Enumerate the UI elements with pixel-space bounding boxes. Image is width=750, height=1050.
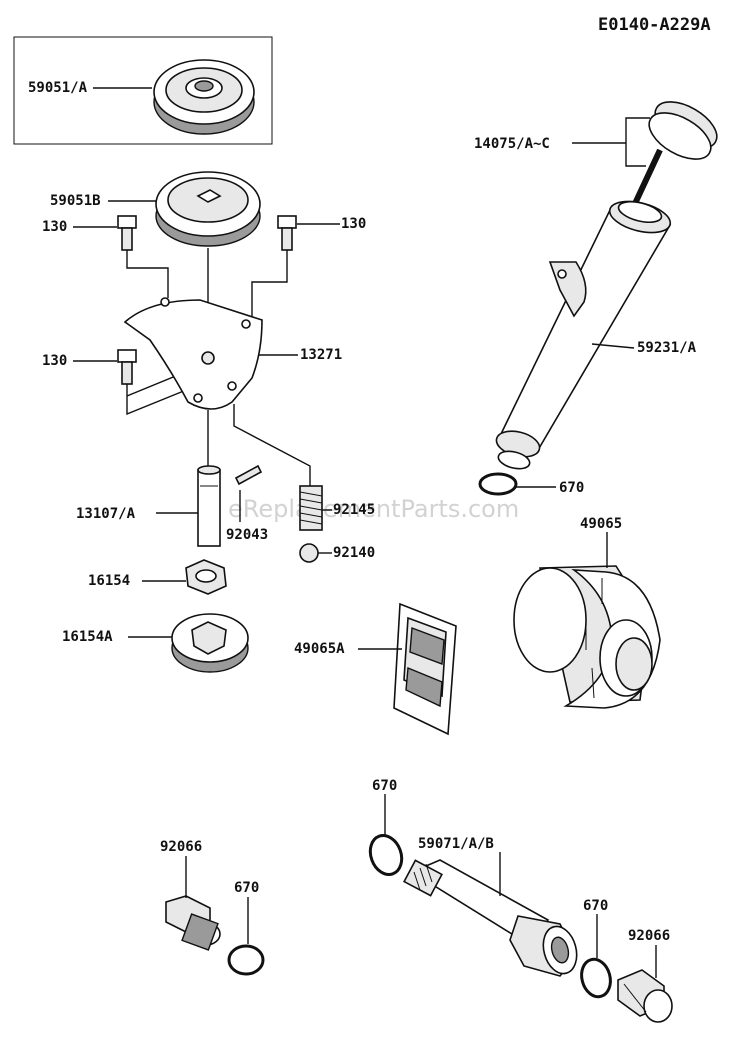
plug-right-part [617,969,673,1023]
label-spring: 92145 [333,502,375,518]
label-shaft: 13107/A [76,506,136,522]
label-oring-mid: 670 [372,778,397,794]
label-plug-left: 92066 [160,839,202,855]
label-ball: 92140 [333,545,375,561]
label-cap: 14075/A~C [474,136,550,152]
oring-mid-part [368,834,404,876]
gear-part [155,171,261,247]
label-pipe: 59071/A/B [418,836,494,852]
oring-right-part [580,957,612,999]
label-gear: 59051B [50,193,101,209]
label-oring-left: 670 [234,880,259,896]
shaft-part [197,465,221,547]
ball-part [299,543,319,563]
label-bolt-right-top: 130 [341,216,366,232]
watermark-text: eReplacementParts.com [228,495,519,523]
label-screen: 49065A [294,641,345,657]
filter-part [513,565,661,709]
label-tube: 59231/A [637,340,697,356]
gear-boxed-part [153,59,255,135]
plate-part [123,297,263,410]
pin-part [234,464,263,486]
label-plate: 13271 [300,347,342,363]
label-bolt-left-top: 130 [42,219,67,235]
bolt-left-top-part [117,215,137,251]
plug-left-part [165,895,221,951]
label-pin: 92043 [226,527,268,543]
cap-part [629,101,718,212]
spring-part [299,485,323,531]
boxed-gear-group: 59051/A [13,36,273,145]
pipe-part [403,859,578,977]
label-oring-right: 670 [583,898,608,914]
oring-tube-part [478,472,518,496]
label-oring-tube: 670 [559,480,584,496]
bolt-right-top-part [277,215,297,251]
label-plug-right: 92066 [628,928,670,944]
rotor-inner-part [185,559,227,595]
oring-left-part [227,944,265,976]
label-rotor-inner: 16154 [88,573,130,589]
rotor-outer-part [171,613,249,673]
label-gear-boxed: 59051/A [28,80,88,96]
label-filter: 49065 [580,516,622,532]
bolt-left-mid-part [117,349,137,385]
diagram-code: E0140-A229A [598,15,711,35]
screen-part [393,602,457,736]
tube-part [495,200,672,470]
label-bolt-left-mid: 130 [42,353,67,369]
gear-inset-box [13,36,273,145]
label-rotor-outer: 16154A [62,629,113,645]
